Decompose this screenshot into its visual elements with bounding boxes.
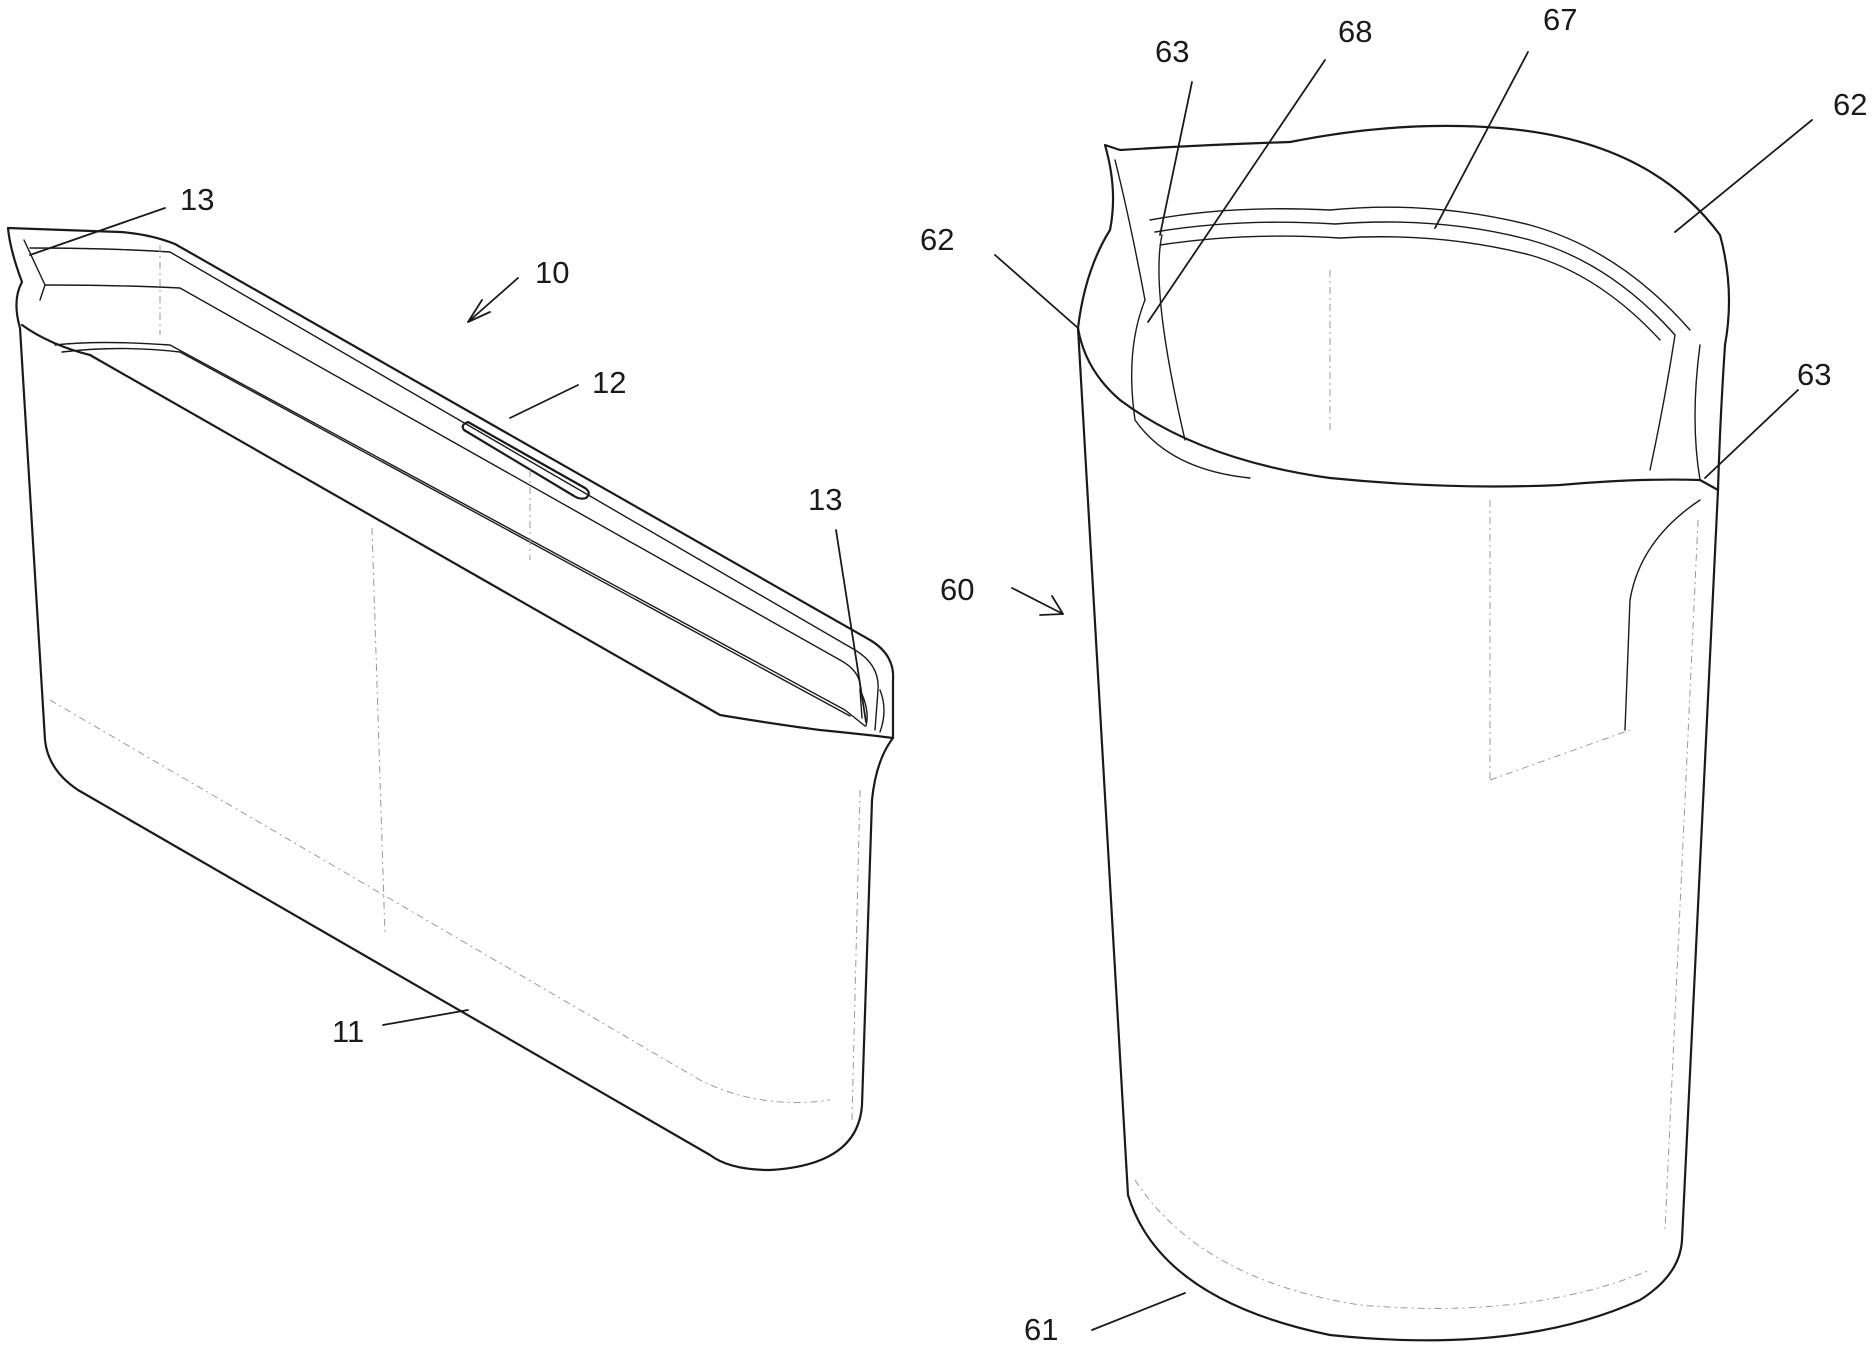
- label-63-right: 63: [1797, 357, 1831, 392]
- flat-bag-hidden-bottom: [49, 699, 831, 1103]
- label-12: 12: [592, 365, 626, 400]
- leader-13-left: [29, 207, 166, 256]
- round-bag-hidden-center: [1329, 270, 1491, 780]
- flat-bag-outline: [6, 226, 895, 1172]
- leader-11: [382, 1009, 469, 1026]
- flat-bag-inner-front: [54, 341, 866, 727]
- round-bag-inner-rim-1: [1114, 159, 1146, 301]
- round-bag-bottom: [1126, 1193, 1684, 1342]
- label-13-right: 13: [808, 482, 842, 517]
- round-bag-inner-rim-4: [1159, 235, 1661, 341]
- round-bag-seam-line: [1158, 234, 1186, 441]
- arrow-10: [467, 277, 519, 323]
- round-bag-right-side: [1680, 488, 1720, 1242]
- leader-63-right: [1704, 389, 1799, 479]
- label-67: 67: [1543, 2, 1577, 37]
- round-bag-side-flap: [1624, 499, 1701, 731]
- flat-bag-front-rim: [20, 323, 895, 740]
- label-10: 10: [535, 255, 569, 290]
- round-bag-front-rim: [1076, 326, 1720, 492]
- round-bag-inner-rim-2: [1149, 206, 1691, 331]
- leader-12: [509, 384, 579, 419]
- label-60: 60: [940, 572, 974, 607]
- flat-bag: [6, 226, 895, 1172]
- flat-bag-inner-front-2: [61, 347, 851, 717]
- round-bag-left-corner: [1076, 124, 1731, 492]
- label-68: 68: [1338, 14, 1372, 49]
- label-62-right: 62: [1833, 87, 1867, 122]
- round-bag-left-side: [1076, 326, 1130, 1197]
- label-13-left: 13: [180, 182, 214, 217]
- flat-bag-center-seam: [371, 527, 386, 936]
- flat-bag-slot: [461, 420, 590, 500]
- flat-bag-top-hidden: [159, 245, 531, 560]
- round-bag: [1076, 124, 1731, 1342]
- round-bag-inner-rim-3: [1154, 221, 1676, 471]
- leader-62-right: [1674, 119, 1813, 233]
- leader-68: [1147, 59, 1326, 323]
- leader-61: [1091, 1292, 1186, 1331]
- flat-bag-back-rim: [29, 247, 879, 731]
- label-11: 11: [332, 1014, 364, 1049]
- leader-lines: [29, 51, 1813, 1331]
- reference-numerals: 13 10 12 13 11 63 68 67 62 62 63 60 61: [180, 2, 1867, 1347]
- leader-13-right: [835, 529, 867, 723]
- arrow-60: [1011, 587, 1064, 616]
- round-bag-hidden-flap: [1489, 729, 1631, 781]
- label-62-left: 62: [920, 222, 954, 257]
- round-bag-inner-right: [1694, 344, 1701, 481]
- flat-bag-left-fold: [23, 239, 46, 301]
- flat-bag-right-edge-hidden: [851, 789, 861, 1121]
- round-bag-hidden-bottom: [1134, 1179, 1651, 1309]
- leader-63-left: [1159, 81, 1193, 236]
- label-61: 61: [1024, 1312, 1058, 1347]
- round-bag-inner-wall: [1130, 299, 1251, 479]
- leader-62-left: [994, 254, 1079, 329]
- reference-arrows: [467, 277, 1064, 616]
- round-bag-hidden-right: [1664, 519, 1699, 1231]
- leader-67: [1434, 51, 1529, 229]
- label-63-left: 63: [1155, 34, 1189, 69]
